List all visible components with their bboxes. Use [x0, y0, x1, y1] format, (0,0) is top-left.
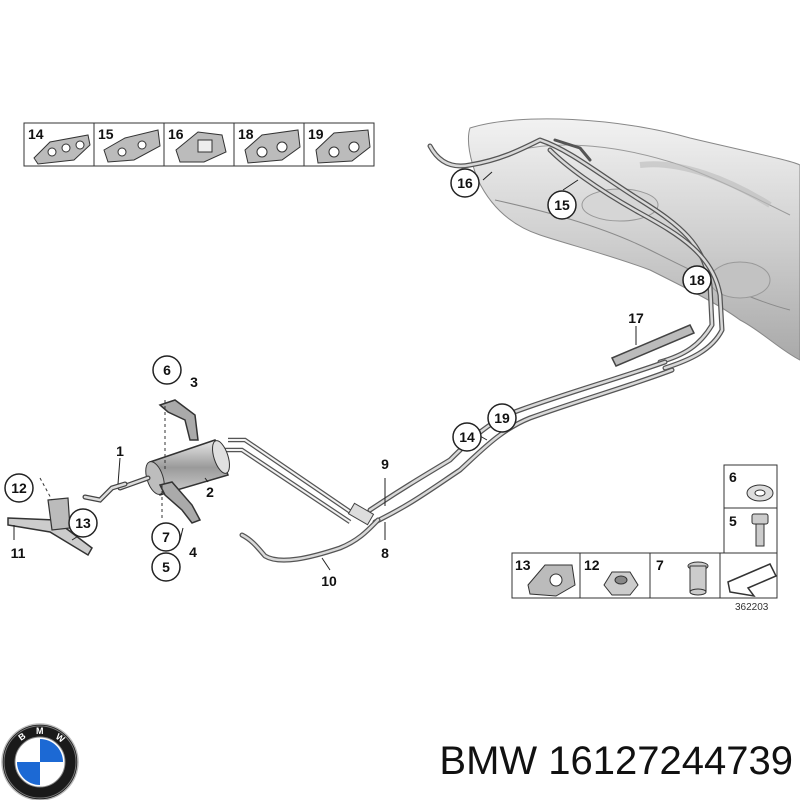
arrow-icon	[727, 563, 778, 598]
fuel-line-filter	[225, 437, 375, 526]
svg-text:5: 5	[162, 559, 170, 575]
callout-14: 14	[452, 422, 482, 452]
parts-table-right: 6 5	[723, 464, 778, 554]
part-number-label: BMW 16127244739	[439, 739, 793, 783]
callout-19: 19	[487, 403, 517, 433]
fuel-line-10	[239, 517, 381, 563]
callout-7: 7	[151, 522, 181, 552]
svg-text:M: M	[36, 726, 44, 736]
svg-text:12: 12	[11, 480, 27, 496]
bracket-3	[158, 399, 199, 441]
bracket-11	[7, 477, 93, 557]
parts-table-top: 14 15 16 18 19	[23, 122, 375, 167]
fuel-filter	[117, 439, 230, 496]
diagram-id: 362203	[735, 602, 769, 613]
table-num: 5	[729, 513, 737, 529]
callout-2: 2	[206, 484, 214, 500]
callout-3: 3	[190, 374, 198, 390]
table-num: 14	[28, 126, 44, 142]
table-num: 7	[656, 557, 664, 573]
callout-10: 10	[321, 573, 337, 589]
svg-text:7: 7	[162, 529, 170, 545]
clip-19-icon	[315, 129, 371, 164]
svg-text:15: 15	[554, 197, 570, 213]
callouts-plain: 1 2 3 4 8 9 10 11 17	[11, 310, 644, 589]
bolt-icon	[751, 513, 769, 547]
callout-11: 11	[11, 545, 26, 561]
rivet-nut-icon	[687, 561, 709, 596]
table-num: 15	[98, 126, 114, 142]
callout-15: 15	[547, 190, 577, 220]
hex-nut-icon	[603, 571, 639, 596]
hose-1	[82, 481, 128, 503]
callouts-circled: 16 15 18 19 14 6 7 5 12 13	[4, 168, 712, 582]
callout-4: 4	[189, 544, 197, 560]
table-num: 18	[238, 126, 254, 142]
clip-nut-icon	[746, 484, 774, 502]
callout-9: 9	[381, 456, 389, 472]
clip-18-icon	[244, 129, 301, 164]
table-num: 16	[168, 126, 184, 142]
table-num: 19	[308, 126, 324, 142]
svg-text:B: B	[16, 730, 27, 742]
clip-14-icon	[33, 134, 91, 165]
table-num: 13	[515, 557, 531, 573]
clamp-13-icon	[527, 564, 576, 597]
fuel-tank	[467, 118, 800, 361]
bracket-4	[158, 481, 202, 524]
table-num: 6	[729, 469, 737, 485]
clip-rail-17	[610, 324, 696, 367]
svg-text:16: 16	[457, 175, 473, 191]
clip-15-icon	[103, 129, 161, 163]
svg-text:13: 13	[75, 515, 91, 531]
svg-text:14: 14	[459, 429, 475, 445]
parts-table-bottom: 13 12 7	[511, 552, 778, 599]
callout-8: 8	[381, 545, 389, 561]
svg-text:6: 6	[163, 362, 171, 378]
svg-text:18: 18	[689, 272, 705, 288]
fuel-line-main	[367, 359, 675, 525]
bmw-logo: B M W	[1, 723, 79, 800]
table-num: 12	[584, 557, 600, 573]
svg-text:19: 19	[494, 410, 510, 426]
callout-6: 6	[152, 355, 182, 385]
clip-16-icon	[175, 131, 227, 163]
callout-5: 5	[151, 552, 181, 582]
callout-17: 17	[628, 310, 644, 326]
callout-18: 18	[682, 265, 712, 295]
callout-13: 13	[68, 508, 98, 538]
callout-16: 16	[450, 168, 480, 198]
callout-1: 1	[116, 443, 124, 459]
fuel-line-top	[427, 137, 725, 371]
callout-12: 12	[4, 473, 34, 503]
